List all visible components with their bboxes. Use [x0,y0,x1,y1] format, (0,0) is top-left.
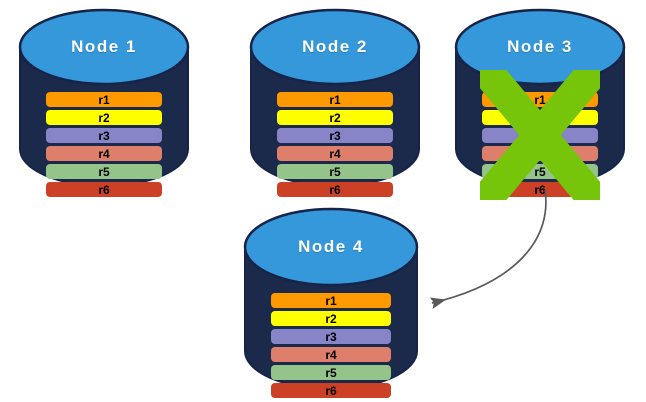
row-r6[interactable]: r6 [276,182,394,197]
row-r3[interactable]: r3 [45,128,163,143]
row-r4[interactable]: r4 [276,146,394,161]
row-r2[interactable]: r2 [271,311,391,326]
row-r1[interactable]: r1 [271,293,391,308]
row-r5[interactable]: r5 [45,164,163,179]
row-r1[interactable]: r1 [45,92,163,107]
row-r5[interactable]: r5 [276,164,394,179]
row-r5[interactable]: r5 [481,164,599,179]
node-4-rows: r1 r2 r3 r4 r5 r6 [243,293,419,398]
cylinder-top [454,8,626,86]
row-r3[interactable]: r3 [481,128,599,143]
cylinder-top [249,8,421,86]
row-r6[interactable]: r6 [271,383,391,398]
cylinder-top [243,207,419,287]
row-r3[interactable]: r3 [271,329,391,344]
row-r2[interactable]: r2 [276,110,394,125]
row-r2[interactable]: r2 [45,110,163,125]
row-r4[interactable]: r4 [271,347,391,362]
row-r2[interactable]: r2 [481,110,599,125]
row-r6[interactable]: r6 [481,182,599,197]
node-1-rows: r1 r2 r3 r4 r5 r6 [18,92,190,197]
row-r6[interactable]: r6 [45,182,163,197]
row-r3[interactable]: r3 [276,128,394,143]
node-3-rows: r1 r2 r3 r4 r5 r6 [454,92,626,197]
row-r4[interactable]: r4 [45,146,163,161]
row-r1[interactable]: r1 [276,92,394,107]
row-r4[interactable]: r4 [481,146,599,161]
cylinder-top [18,8,190,86]
node-2-rows: r1 r2 r3 r4 r5 r6 [249,92,421,197]
row-r1[interactable]: r1 [481,92,599,107]
row-r5[interactable]: r5 [271,365,391,380]
